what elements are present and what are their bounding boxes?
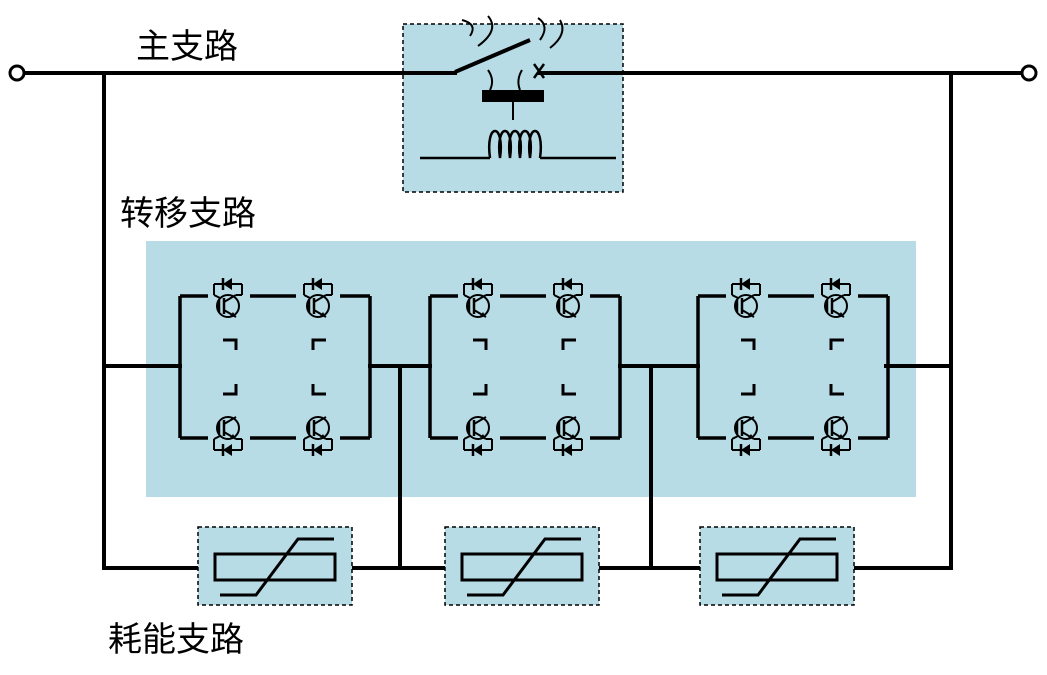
transfer-branch-panel xyxy=(146,241,916,497)
left-terminal xyxy=(8,64,26,82)
surge-arrester-2 xyxy=(443,525,601,607)
main-branch-label: 主支路 xyxy=(136,27,238,67)
transfer-branch-label: 转移支路 xyxy=(120,194,256,234)
right-terminal xyxy=(1020,64,1038,82)
mechanical-switch xyxy=(402,15,624,193)
main-line xyxy=(8,64,1038,82)
surge-arrester-1 xyxy=(196,525,354,607)
absorption-branch-label: 耗能支路 xyxy=(108,620,244,660)
transfer-branch-wiring xyxy=(102,364,953,570)
surge-arrester-3 xyxy=(698,525,856,607)
